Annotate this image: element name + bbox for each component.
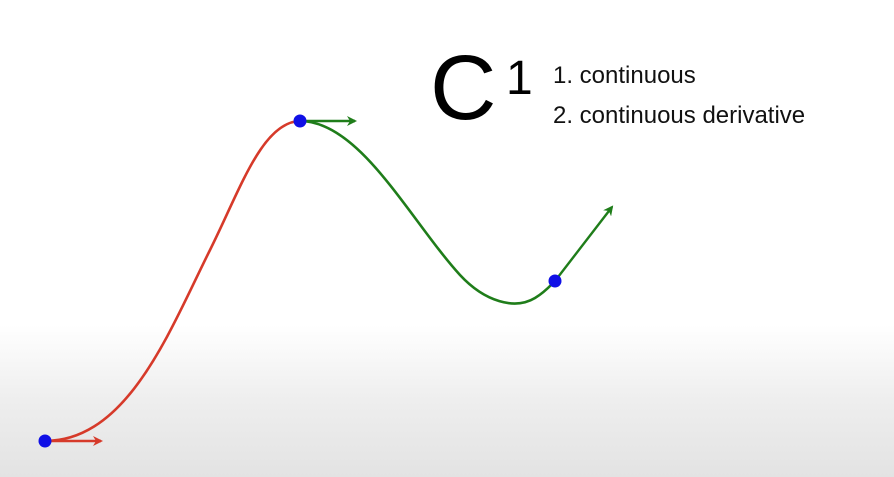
condition-item-continuous: 1. continuous [553, 62, 696, 89]
condition-item-derivative: 2. continuous derivative [553, 102, 806, 129]
curve-segment-1 [43, 119, 302, 443]
curve-segment-2 [298, 119, 557, 305]
tangent-arrow-end [554, 205, 614, 282]
control-point-end [548, 274, 562, 288]
conditions-list: 1. continuous 2. continuous derivative [553, 56, 805, 136]
continuity-order: 1 [506, 52, 533, 105]
continuity-symbol: C [430, 37, 497, 139]
control-point-join [293, 114, 307, 128]
control-point-start [38, 434, 52, 448]
